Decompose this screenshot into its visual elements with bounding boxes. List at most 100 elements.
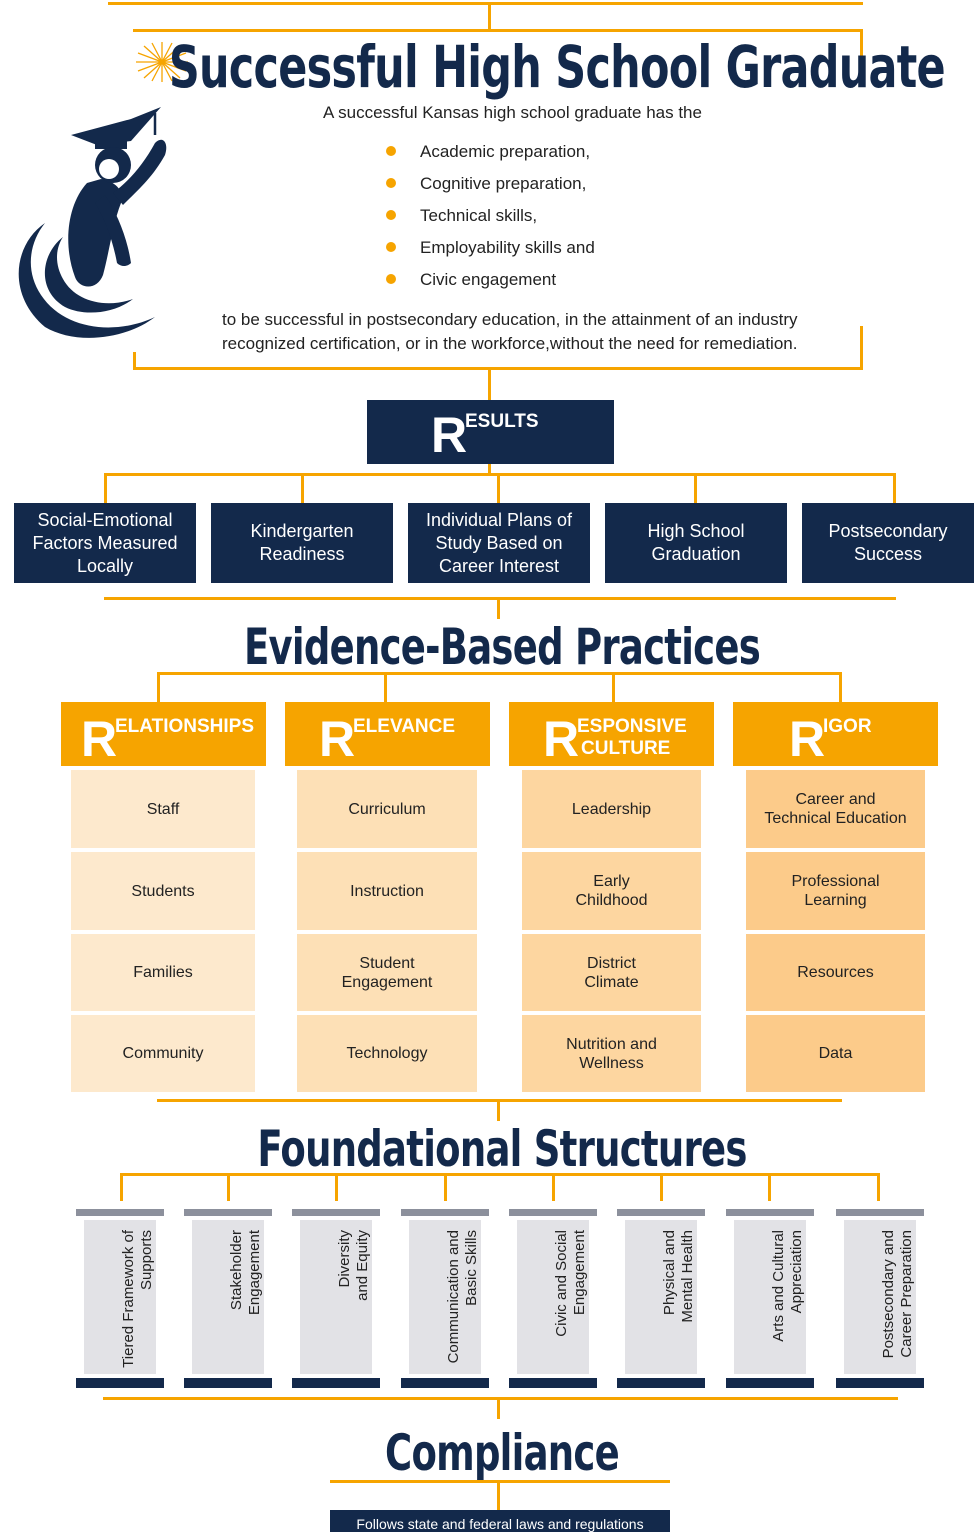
graduate-title: Successful High School Graduate bbox=[168, 33, 946, 101]
pillar-label: Postsecondary and Career Preparation bbox=[880, 1230, 915, 1359]
pillar-cap bbox=[509, 1209, 597, 1216]
practices-branch-line bbox=[157, 672, 842, 675]
practices-branch-4 bbox=[839, 672, 842, 702]
pillar-label: Arts and Cultural Appreciation bbox=[770, 1230, 805, 1342]
practice-cell: Leadership bbox=[522, 770, 701, 848]
practice-cell: Students bbox=[71, 852, 255, 930]
pillar-base bbox=[76, 1378, 164, 1388]
pillar-cap bbox=[617, 1209, 705, 1216]
pillar-arts: Arts and Cultural Appreciation bbox=[734, 1220, 806, 1374]
rigor-initial: R bbox=[789, 711, 826, 767]
pillar-communication: Communication and Basic Skills bbox=[409, 1220, 481, 1374]
result-kindergarten: Kindergarten Readiness bbox=[211, 503, 393, 583]
pillar-cap bbox=[836, 1209, 924, 1216]
practice-cell: Professional Learning bbox=[746, 852, 925, 930]
practice-cell: Resources bbox=[746, 934, 925, 1011]
foundations-branch bbox=[660, 1173, 663, 1201]
pillar-tiered-framework: Tiered Framework of Supports bbox=[84, 1220, 156, 1374]
responsive-initial: R bbox=[543, 711, 580, 767]
compliance-title: Compliance bbox=[385, 1424, 620, 1482]
results-branch-2 bbox=[301, 473, 304, 503]
relevance-initial: R bbox=[319, 711, 356, 767]
compliance-line bbox=[330, 1480, 670, 1483]
pillar-cap bbox=[76, 1209, 164, 1216]
results-branch-3 bbox=[497, 473, 500, 503]
practice-header-responsive-culture: R ESPONSIVE CULTURE bbox=[509, 702, 714, 766]
bullet-cognitive: Cognitive preparation, bbox=[420, 174, 587, 193]
pillar-label: Stakeholder Engagement bbox=[228, 1230, 263, 1316]
pillar-label: Diversity and Equity bbox=[336, 1230, 371, 1301]
foundations-branch bbox=[335, 1173, 338, 1201]
graduate-bracket-top bbox=[133, 29, 863, 32]
results-branch-4 bbox=[694, 473, 697, 503]
result-postsecondary: Postsecondary Success bbox=[802, 503, 974, 583]
results-stem-lower bbox=[488, 464, 491, 476]
pillar-base bbox=[184, 1378, 272, 1388]
compliance-stem bbox=[497, 1397, 500, 1419]
rigor-rest: IGOR bbox=[823, 716, 872, 737]
pillar-base bbox=[292, 1378, 380, 1388]
pillar-label: Physical and Mental Health bbox=[661, 1230, 696, 1323]
practice-header-relationships: R ELATIONSHIPS bbox=[61, 702, 266, 766]
bullet-employability: Employability skills and bbox=[420, 238, 595, 257]
results-stem bbox=[488, 370, 491, 400]
practices-title: Evidence-Based Practices bbox=[244, 618, 761, 676]
graduate-outro-line1: to be successful in postsecondary educat… bbox=[222, 310, 798, 329]
bullet-civic: Civic engagement bbox=[420, 270, 557, 289]
bullet-dot bbox=[386, 242, 396, 252]
pillar-postsecondary: Postsecondary and Career Preparation bbox=[844, 1220, 916, 1374]
practice-cell: Instruction bbox=[297, 852, 477, 930]
foundations-branch bbox=[552, 1173, 555, 1201]
pillar-base bbox=[509, 1378, 597, 1388]
pillar-base bbox=[836, 1378, 924, 1388]
result-individual-plans: Individual Plans of Study Based on Caree… bbox=[408, 503, 590, 583]
pillar-civic: Civic and Social Engagement bbox=[517, 1220, 589, 1374]
pillar-cap bbox=[726, 1209, 814, 1216]
graduate-outro-line2: recognized certification, or in the work… bbox=[222, 334, 798, 353]
relationships-rest: ELATIONSHIPS bbox=[115, 716, 254, 737]
bullet-technical: Technical skills, bbox=[420, 206, 538, 225]
graduate-bracket-right-top bbox=[860, 29, 863, 74]
pillar-base bbox=[726, 1378, 814, 1388]
pillar-physical-mental: Physical and Mental Health bbox=[625, 1220, 697, 1374]
practice-cell: Community bbox=[71, 1015, 255, 1092]
pillar-base bbox=[401, 1378, 489, 1388]
compliance-stem-lower bbox=[497, 1480, 500, 1510]
foundations-branch bbox=[877, 1173, 880, 1201]
bullet-dot bbox=[386, 274, 396, 284]
sparkle-icon bbox=[136, 42, 188, 82]
responsive-rest-2: CULTURE bbox=[581, 738, 671, 759]
pillar-stakeholder: Stakeholder Engagement bbox=[192, 1220, 264, 1374]
foundations-bottom-line bbox=[103, 1397, 898, 1400]
responsive-rest-1: ESPONSIVE bbox=[577, 716, 687, 737]
practice-cell: Nutrition and Wellness bbox=[522, 1015, 701, 1092]
foundations-branch bbox=[444, 1173, 447, 1201]
pillar-cap bbox=[401, 1209, 489, 1216]
compliance-text: Follows state and federal laws and regul… bbox=[356, 1516, 644, 1532]
graduate-intro: A successful Kansas high school graduate… bbox=[323, 103, 702, 122]
pillar-label: Tiered Framework of Supports bbox=[120, 1230, 155, 1368]
bullet-dot bbox=[386, 178, 396, 188]
practice-cell: Curriculum bbox=[297, 770, 477, 848]
compliance-box: Follows state and federal laws and regul… bbox=[330, 1510, 670, 1532]
result-graduation: High School Graduation bbox=[605, 503, 787, 583]
relationships-initial: R bbox=[81, 711, 118, 767]
foundations-branch-line bbox=[120, 1173, 880, 1176]
practices-branch-2 bbox=[384, 672, 387, 702]
foundations-branch bbox=[120, 1173, 123, 1201]
bullet-dot bbox=[386, 146, 396, 156]
practice-cell: Staff bbox=[71, 770, 255, 848]
top-line bbox=[108, 2, 863, 5]
foundations-stem bbox=[497, 1099, 500, 1121]
bullet-dot bbox=[386, 210, 396, 220]
practices-branch-1 bbox=[157, 672, 160, 702]
practice-cell: Data bbox=[746, 1015, 925, 1092]
pillar-diversity: Diversity and Equity bbox=[300, 1220, 372, 1374]
practice-cell: Families bbox=[71, 934, 255, 1011]
top-stem bbox=[488, 2, 491, 32]
results-header: R ESULTS bbox=[367, 400, 614, 464]
foundations-title: Foundational Structures bbox=[257, 1120, 747, 1178]
results-bottom-line bbox=[104, 597, 896, 600]
result-social-emotional: Social-Emotional Factors Measured Locall… bbox=[14, 503, 196, 583]
pillar-base bbox=[617, 1378, 705, 1388]
